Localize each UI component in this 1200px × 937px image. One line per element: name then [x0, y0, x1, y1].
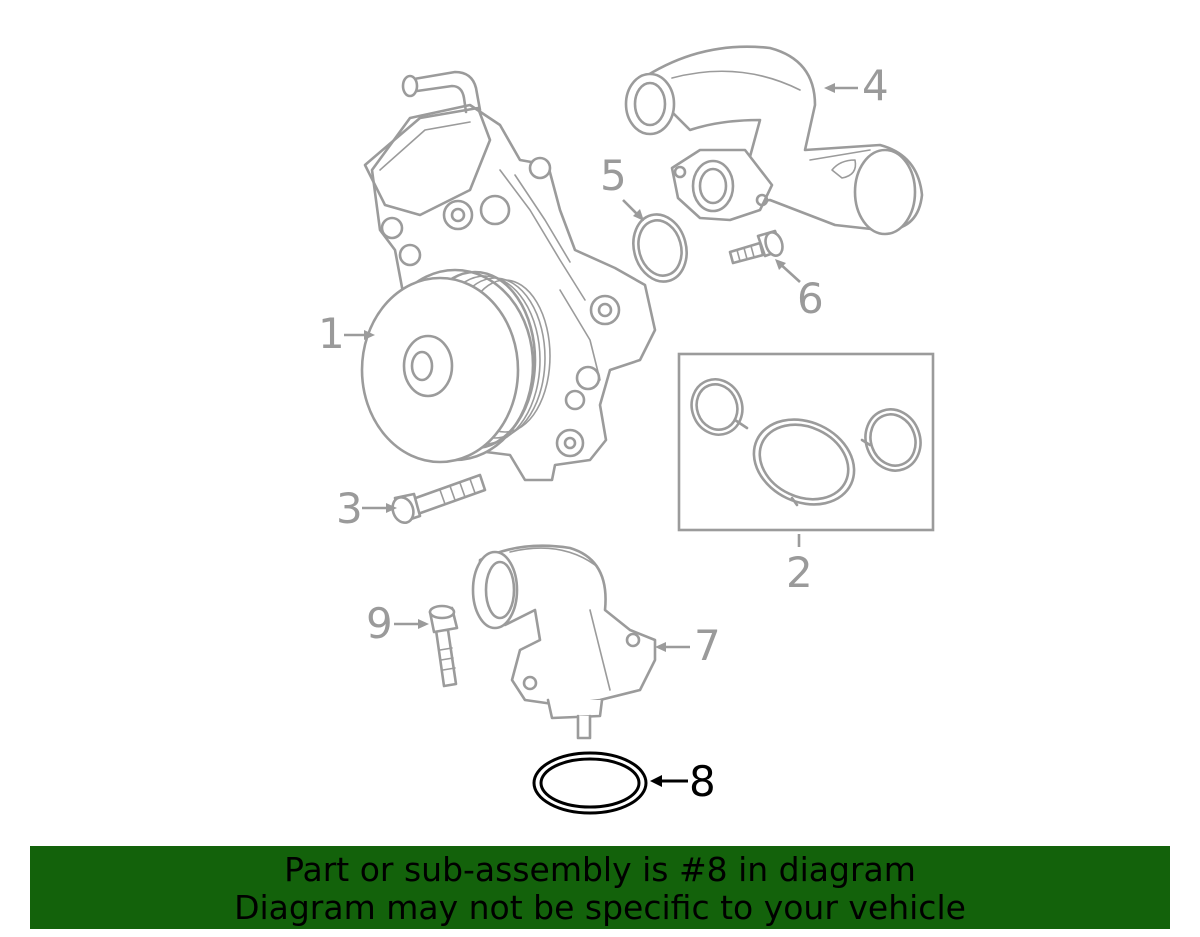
leader-lines [344, 83, 858, 787]
gasket-8-part-highlighted[interactable] [532, 751, 648, 815]
callout-3[interactable]: 3 [336, 484, 363, 533]
banner-line-1: Part or sub-assembly is #8 in diagram [284, 850, 916, 889]
thermostat-housing-part[interactable] [471, 544, 657, 740]
gasket-kit-part[interactable] [677, 352, 935, 532]
banner-line-2: Diagram may not be specific to your vehi… [234, 888, 966, 927]
callout-5[interactable]: 5 [600, 151, 627, 200]
callout-8[interactable]: 8 [689, 757, 716, 806]
callout-7[interactable]: 7 [694, 621, 721, 670]
callout-2[interactable]: 2 [786, 548, 813, 597]
bolt-6-part[interactable] [728, 229, 785, 265]
bolt-3-part[interactable] [389, 473, 487, 526]
callout-6[interactable]: 6 [797, 274, 824, 323]
info-banner: Part or sub-assembly is #8 in diagram Di… [30, 846, 1170, 929]
water-pump-part[interactable] [360, 70, 657, 482]
bolt-9-part[interactable] [428, 604, 459, 688]
callout-1[interactable]: 1 [318, 309, 345, 358]
callout-9[interactable]: 9 [366, 599, 393, 648]
coolant-tube-part[interactable] [624, 45, 924, 236]
callout-4[interactable]: 4 [862, 61, 889, 110]
o-ring-5-part[interactable] [626, 208, 694, 287]
